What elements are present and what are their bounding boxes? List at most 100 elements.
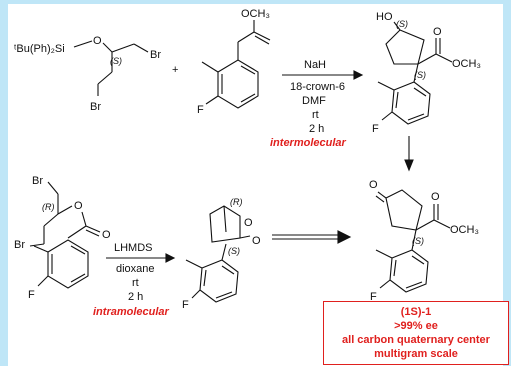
methoxy-label-2: OCH₃ <box>452 58 481 70</box>
carbonyl-bond-b <box>254 35 270 45</box>
aryl-ring-2 <box>391 81 431 125</box>
aryl-double-2 <box>240 93 256 103</box>
reagent-aryl-ester: OCH₃ F <box>197 8 271 116</box>
methoxy-label-3: OCH₃ <box>450 224 479 236</box>
step1-temp: rt <box>312 109 319 121</box>
step1-crown: 18-crown-6 <box>290 81 345 93</box>
summary-scale: multigram scale <box>374 348 458 360</box>
ketone-bond-a <box>377 191 387 199</box>
carbonyl-b-2 <box>85 229 100 237</box>
ketone-bond-b <box>375 195 385 203</box>
aryl-double-5 <box>407 113 425 121</box>
c-f-bond-4 <box>191 289 201 299</box>
o-c-bond <box>102 42 113 53</box>
reagent-silyl-dibromide: ᵗBu(Ph)₂Si O Br (S) Br <box>14 35 161 113</box>
multistep-arrowhead <box>337 230 352 244</box>
aryl-double-14 <box>405 281 423 289</box>
right-border <box>503 0 511 366</box>
methyl-bond-2 <box>377 81 395 91</box>
step2-temp: rt <box>132 277 139 289</box>
lactone-c-bond <box>239 235 251 239</box>
methyl-bond-3 <box>33 245 49 253</box>
fluoro-label-1: F <box>197 104 204 116</box>
c-f-bond-3 <box>37 275 49 287</box>
c-o-bond-2 <box>57 205 73 215</box>
bicyclic-lactone: (R) O O (S) F <box>182 197 261 311</box>
stereo-s-quat-1: (S) <box>414 70 426 80</box>
bromo-bottom-label: Br <box>90 101 101 113</box>
stereo-s-ring: (S) <box>396 19 408 29</box>
stereo-r-label-1: (R) <box>42 202 55 212</box>
product-hydroxy-ester: HO (S) O OCH₃ (S) F <box>372 11 481 135</box>
aryl-double-4 <box>413 87 427 97</box>
lactone-ring-outer <box>209 205 241 243</box>
aryl-double-11 <box>215 291 233 299</box>
si-o-bond <box>73 40 93 48</box>
aryl-double-1 <box>240 65 256 75</box>
aryl-double-7 <box>70 245 86 255</box>
ester-oxygen-label: O <box>74 200 83 212</box>
o-carbonyl-bond <box>81 211 87 227</box>
step1-label: intermolecular <box>270 137 347 149</box>
methyl-bond-5 <box>375 249 393 259</box>
step1-arrow-group: NaH 18-crown-6 DMF rt 2 h intermolecular <box>270 59 364 149</box>
step2-reagent: LHMDS <box>114 242 153 254</box>
aryl-double-8 <box>70 273 86 283</box>
down-arrowhead <box>404 159 414 172</box>
hydroxyl-label: HO <box>376 11 393 23</box>
c-ch2-bond <box>111 43 135 53</box>
oxidation-arrow <box>404 136 414 172</box>
step2-time: 2 h <box>128 291 143 303</box>
step1-solvent: DMF <box>302 95 326 107</box>
carbonyl-a-2 <box>85 225 101 233</box>
cyclopentane-ring-1 <box>385 29 425 65</box>
ester-c-bond-2 <box>415 219 435 231</box>
step2-solvent: dioxane <box>116 263 155 275</box>
aryl-link-bond-1 <box>413 63 419 83</box>
c-f-bond-2 <box>381 111 393 121</box>
aryl-double-12 <box>203 269 207 287</box>
reagent-dibromo-ester: Br (R) O O Br F <box>14 175 111 301</box>
silyl-group-label: ᵗBu(Ph)₂Si <box>14 43 65 55</box>
fluoro-label-2: F <box>372 123 379 135</box>
cyclopentane-ring-2 <box>385 189 423 231</box>
ester-o-bond-1 <box>435 53 453 63</box>
summary-ee: >99% ee <box>394 320 438 332</box>
multistep-arrow <box>272 230 352 244</box>
ketone-o-label: O <box>369 179 378 191</box>
fluoro-label-4: F <box>182 299 189 311</box>
summary-box: (1S)-1 >99% ee all carbon quaternary cen… <box>323 301 509 365</box>
stereo-s-label-1: (S) <box>110 56 122 66</box>
ch2-br-bond <box>133 43 149 53</box>
plus-sign: + <box>172 64 178 76</box>
step2-arrow-group: LHMDS dioxane rt 2 h intramolecular <box>93 242 176 318</box>
fluoro-label-3: F <box>28 289 35 301</box>
stereo-r-label-2: (R) <box>230 197 243 207</box>
c-f-bond-5 <box>379 279 391 289</box>
bromo-top-label-2: Br <box>32 175 43 187</box>
methyl-bond-4 <box>185 259 203 269</box>
c-chain-bond-2 <box>97 71 113 85</box>
aryl-ring-3 <box>47 239 89 289</box>
summary-quaternary: all carbon quaternary center <box>342 334 490 346</box>
top-border <box>0 0 511 4</box>
carbonyl-bond-a <box>253 31 271 41</box>
aryl-double-6 <box>395 91 399 109</box>
final-keto-ester: O O OCH₃ (S) F <box>369 179 479 303</box>
br-ch2-bond <box>47 181 59 195</box>
aryl-ring-4 <box>199 259 239 303</box>
c-br-bond-2 <box>29 243 45 247</box>
lactone-carbonyl-o: O <box>252 235 261 247</box>
aryl-double-13 <box>411 255 425 265</box>
stereo-s-label-3: (S) <box>412 236 424 246</box>
aryl-link-bond-2 <box>221 243 227 261</box>
carbonyl-c-bond <box>237 31 255 43</box>
carbonyl-o-label-2: O <box>102 229 111 241</box>
bromo-bottom-label-2: Br <box>14 239 25 251</box>
lactone-ring-o: O <box>244 217 253 229</box>
c-oh-bond <box>393 21 401 31</box>
left-border <box>0 0 8 366</box>
summary-compound: (1S)-1 <box>400 306 432 318</box>
